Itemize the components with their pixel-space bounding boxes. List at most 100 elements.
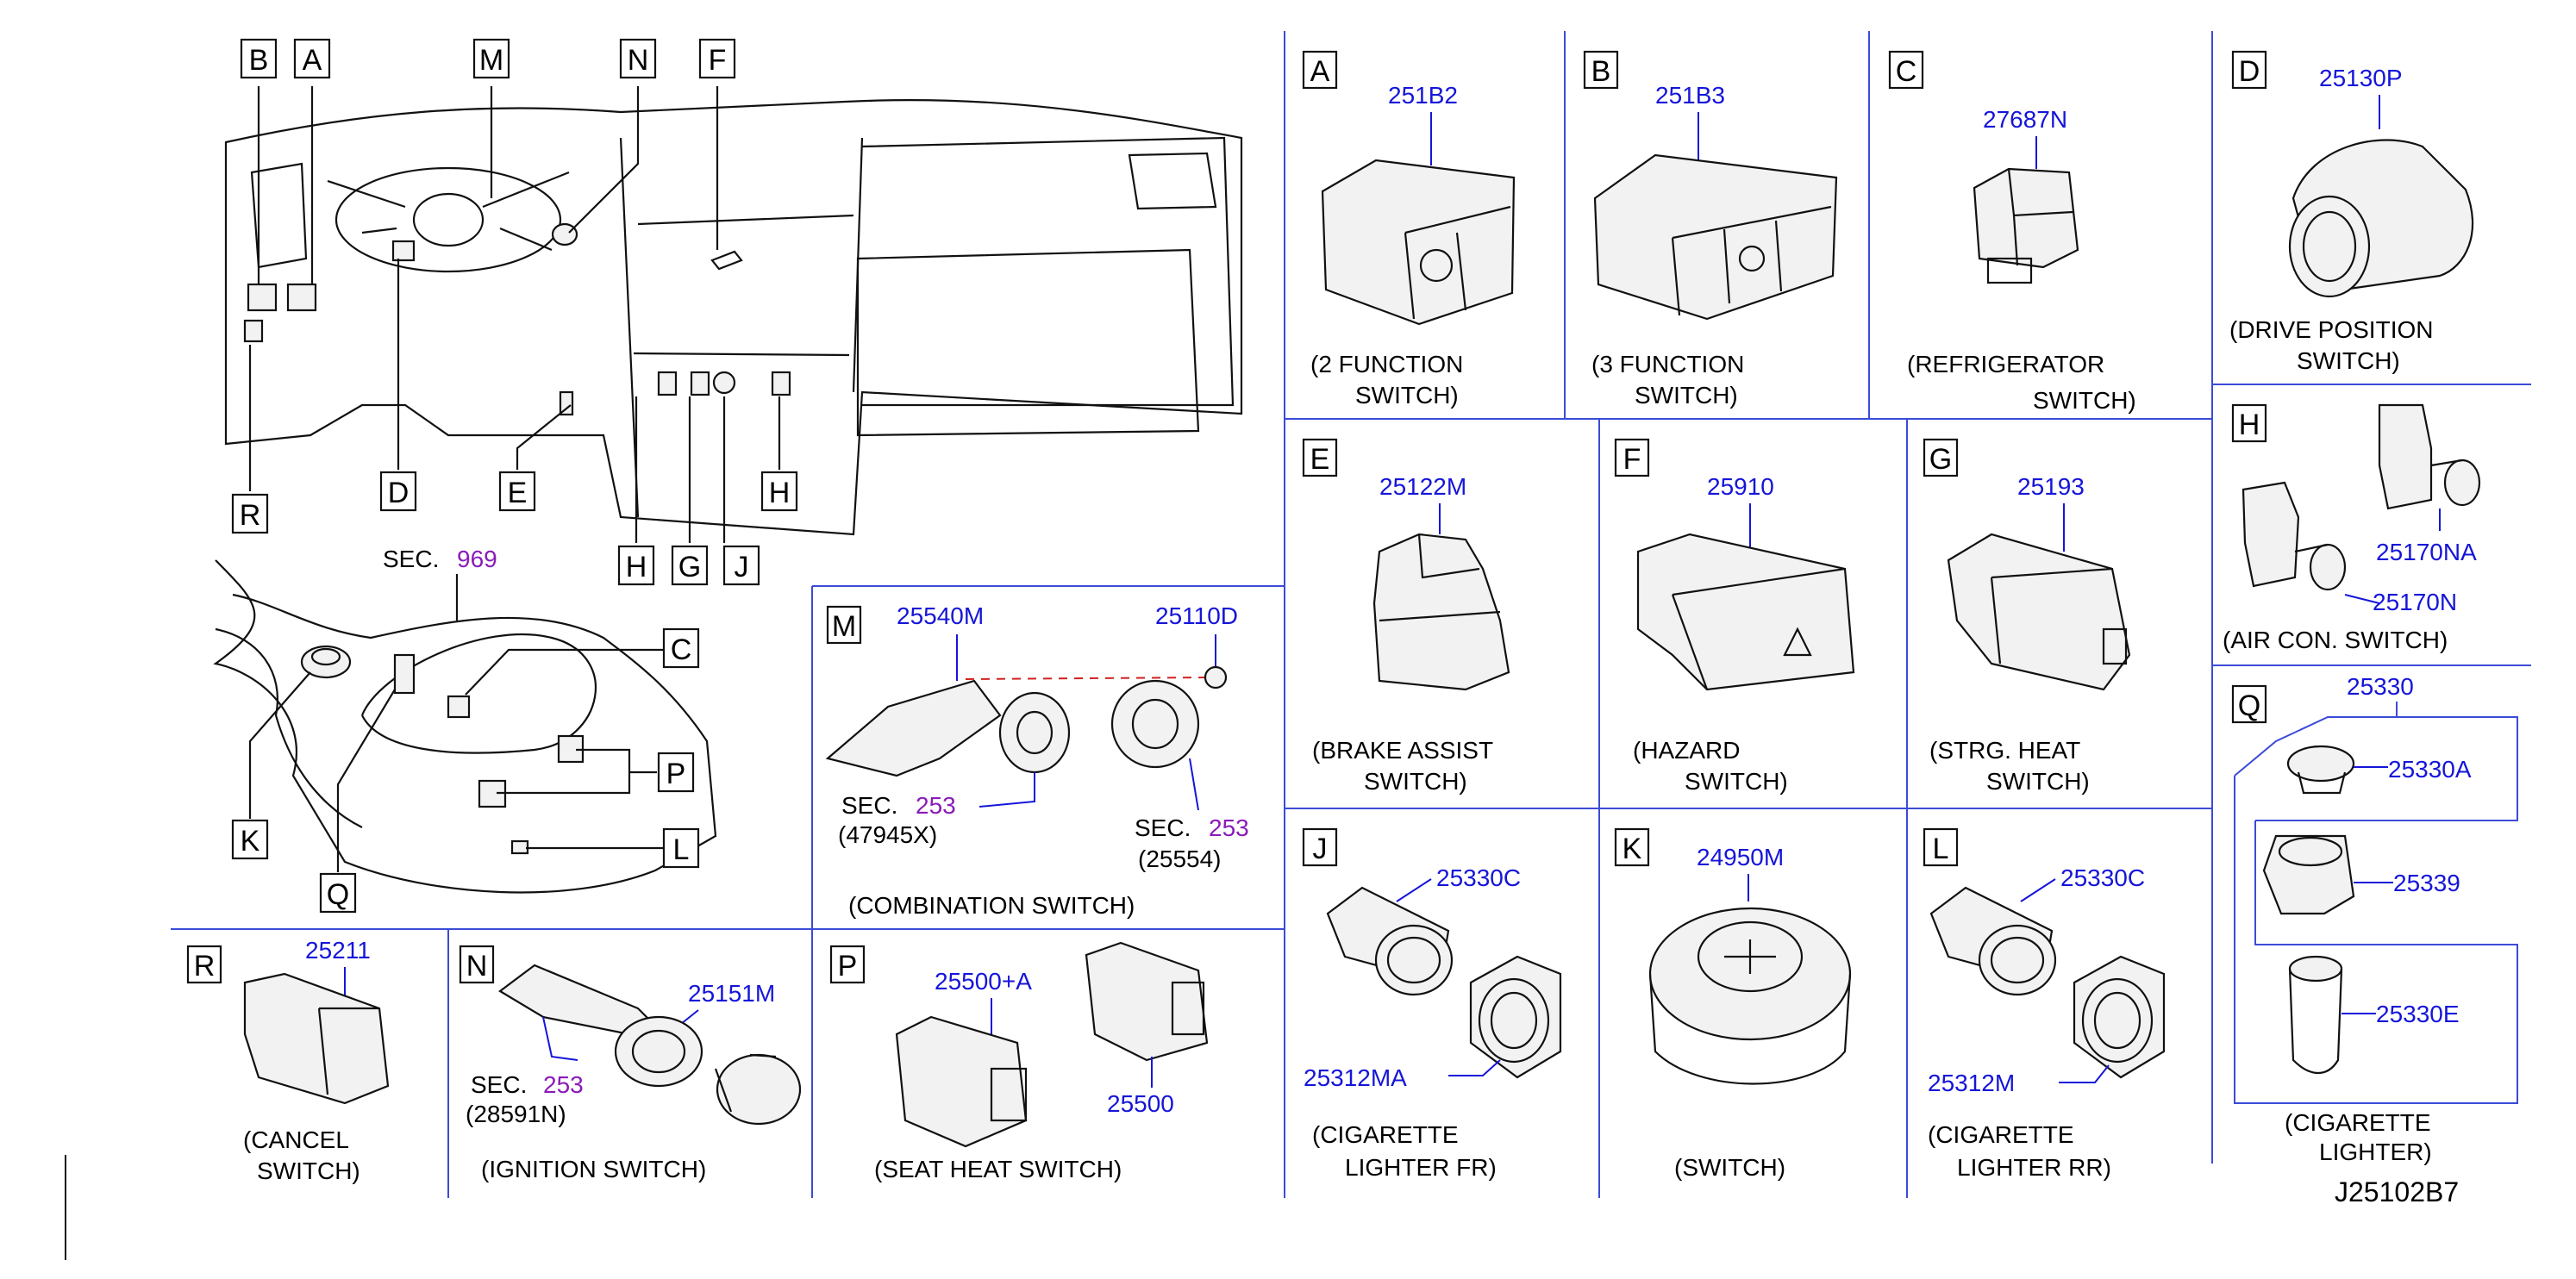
overview-labels: B A M N F R D E H G J H: [231, 38, 798, 586]
panel-H-part-2: 25170N: [2373, 589, 2457, 615]
panel-H-part-1: 25170NA: [2376, 539, 2477, 565]
panel-Q-part-1: 25330A: [2388, 756, 2472, 783]
label-N: N: [628, 44, 649, 77]
panel-E-part: 25122M: [1379, 473, 1466, 500]
label-J: J: [735, 551, 749, 583]
panel-F-caption-1: (HAZARD: [1633, 737, 1740, 764]
panel-F: F 25910 (HAZARD SWITCH): [1614, 438, 1855, 795]
label-M: M: [479, 44, 503, 77]
panel-G-part: 25193: [2017, 473, 2085, 500]
panel-K-part: 24950M: [1697, 844, 1784, 870]
panel-A: A 251B2 (2 FUNCTION SWITCH): [1302, 50, 1516, 409]
label-K-console: K: [241, 825, 260, 858]
panel-B-letter: B: [1591, 55, 1611, 88]
panel-B-caption-1: (3 FUNCTION: [1591, 351, 1744, 377]
panel-Q-letter: Q: [2238, 689, 2260, 722]
label-E: E: [508, 477, 528, 509]
panel-M-letter: M: [832, 610, 856, 643]
panel-L-caption-1: (CIGARETTE: [1928, 1121, 2074, 1148]
drawing-code: J25102B7: [2335, 1176, 2459, 1207]
panel-C: C 27687N (REFRIGERATOR SWITCH): [1888, 50, 2136, 414]
panel-F-caption-2: SWITCH): [1685, 768, 1788, 795]
panel-D-caption-2: SWITCH): [2297, 347, 2400, 374]
label-H2: H: [769, 477, 791, 509]
label-Q-console: Q: [327, 878, 349, 911]
panel-R: R 25211 (CANCEL SWITCH): [186, 937, 390, 1184]
panel-R-letter: R: [194, 950, 216, 983]
label-G: G: [678, 551, 701, 583]
panel-A-part: 251B2: [1388, 82, 1458, 109]
panel-M: M 25540M 25110D SEC. 253 (47945X) SEC. 2…: [825, 602, 1249, 919]
panel-J-caption-2: LIGHTER FR): [1345, 1154, 1497, 1181]
panel-Q: Q 25330 25330A 25339 25330E (CIGARETTE L…: [2231, 673, 2518, 1165]
panel-L-part-1: 25330C: [2060, 864, 2145, 891]
panel-B: B 251B3 (3 FUNCTION SWITCH): [1583, 50, 1838, 409]
panel-E-caption-1: (BRAKE ASSIST: [1312, 737, 1493, 764]
label-H: H: [626, 551, 647, 583]
label-A: A: [303, 44, 322, 77]
panel-K-letter: K: [1623, 833, 1642, 865]
panel-Q-part-0: 25330: [2347, 673, 2414, 700]
panel-grid: [65, 31, 2531, 1260]
panel-M-caption: (COMBINATION SWITCH): [848, 892, 1135, 919]
panel-R-part: 25211: [305, 937, 371, 964]
console-sec-prefix: SEC.: [383, 546, 439, 572]
panel-J: J 25330C 25312MA (CIGARETTE LIGHTER FR): [1302, 827, 1562, 1181]
panel-M-sec2-number: 253: [1209, 814, 1249, 841]
console-sec-number: 969: [457, 546, 497, 572]
dashboard-overview: [224, 86, 1243, 543]
panel-L-letter: L: [1933, 833, 1949, 865]
panel-P-caption: (SEAT HEAT SWITCH): [874, 1156, 1122, 1182]
panel-A-caption-1: (2 FUNCTION: [1310, 351, 1463, 377]
panel-Q-caption-2: LIGHTER): [2319, 1139, 2432, 1165]
panel-K: K 24950M (SWITCH): [1614, 827, 1852, 1181]
label-P-console: P: [666, 758, 686, 790]
panel-B-caption-2: SWITCH): [1635, 382, 1738, 409]
label-L-console: L: [673, 833, 690, 866]
panel-N-sec-sub: (28591N): [466, 1101, 566, 1127]
panel-M-part-1: 25540M: [897, 602, 984, 629]
panel-D-caption-1: (DRIVE POSITION: [2229, 316, 2433, 343]
panel-J-caption-1: (CIGARETTE: [1312, 1121, 1459, 1148]
panel-D: D 25130P (DRIVE POSITION SWITCH): [2229, 50, 2474, 374]
panel-E-letter: E: [1310, 443, 1330, 476]
panel-C-caption-2: SWITCH): [2033, 387, 2136, 414]
panel-A-caption-2: SWITCH): [1355, 382, 1459, 409]
panel-H: H 25170NA 25170N (AIR CON. SWITCH): [2223, 403, 2481, 653]
panel-Q-part-2: 25339: [2393, 870, 2460, 896]
panel-L-caption-2: LIGHTER RR): [1957, 1154, 2111, 1181]
panel-B-part: 251B3: [1655, 82, 1725, 109]
panel-Q-part-3: 25330E: [2376, 1001, 2460, 1027]
panel-E: E 25122M (BRAKE ASSIST SWITCH): [1302, 438, 1510, 795]
label-C-console: C: [671, 633, 692, 666]
panel-R-caption-2: SWITCH): [257, 1157, 360, 1184]
panel-M-sec1-prefix: SEC.: [841, 792, 897, 819]
panel-D-letter: D: [2239, 55, 2260, 88]
panel-N-caption: (IGNITION SWITCH): [481, 1156, 706, 1182]
panel-F-part: 25910: [1707, 473, 1774, 500]
panel-E-caption-2: SWITCH): [1364, 768, 1467, 795]
panel-Q-caption-1: (CIGARETTE: [2285, 1109, 2431, 1136]
panel-M-sec1-number: 253: [916, 792, 956, 819]
panel-L-part-2: 25312M: [1928, 1070, 2015, 1096]
panel-P-part-1: 25500+A: [935, 968, 1032, 995]
panel-H-letter: H: [2239, 409, 2260, 441]
panel-N: N 25151M SEC. 253 (28591N) (IGNITION SWI…: [459, 945, 802, 1182]
console-overview: SEC. 969 C P K L Q: [213, 546, 717, 914]
panel-M-sec2-sub: (25554): [1138, 845, 1222, 872]
panel-J-part-2: 25312MA: [1304, 1064, 1407, 1091]
panel-M-part-2: 25110D: [1155, 602, 1238, 629]
panel-R-caption-1: (CANCEL: [243, 1126, 349, 1153]
panel-C-part: 27687N: [1983, 106, 2067, 133]
panel-P-part-2: 25500: [1107, 1090, 1174, 1117]
label-R: R: [240, 499, 261, 532]
panel-A-letter: A: [1310, 55, 1330, 88]
panel-C-caption-1: (REFRIGERATOR: [1907, 351, 2104, 377]
panel-N-sec-number: 253: [543, 1071, 584, 1098]
panel-D-part: 25130P: [2319, 65, 2403, 91]
panel-P-letter: P: [838, 950, 858, 983]
label-B: B: [249, 44, 269, 77]
panel-P: P 25500+A 25500 (SEAT HEAT SWITCH): [829, 941, 1209, 1182]
panel-N-letter: N: [466, 950, 488, 983]
